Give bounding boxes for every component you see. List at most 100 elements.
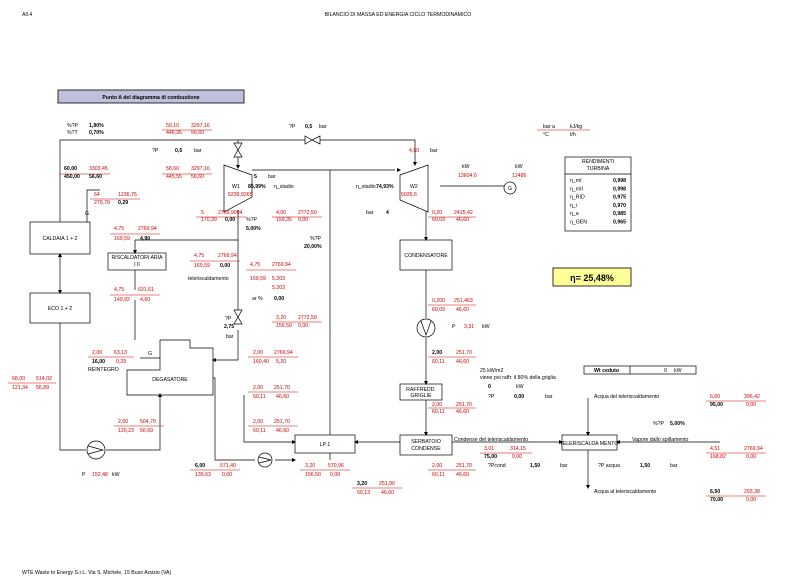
label-rg-3u: kW [516, 384, 524, 390]
label-v2-t: 156,50 [276, 323, 292, 329]
label-lp-in-p: 6,00 [195, 463, 205, 469]
valve-bypass-icon [304, 135, 321, 145]
label-fw-m: 0,29 [118, 200, 128, 206]
label-lp-o-p: 2,00 [253, 419, 263, 425]
rendimento-value: 0,985 [613, 211, 626, 217]
label-kw-2v: 12486 [512, 173, 527, 179]
label-w2-eta: 74,93% [376, 184, 394, 190]
riscaldatori-box [107, 252, 167, 271]
rendimento-value: 0,998 [613, 186, 626, 192]
label-dp-pcond-u: bar [560, 463, 568, 469]
label-pump3-p: P [82, 472, 86, 478]
wt-ceduto-label: Wt ceduto [594, 368, 619, 374]
label-pct-p-mid: %?P [310, 236, 321, 242]
label-ra-t: 169,59 [114, 236, 130, 242]
label-dp-pcond: ?Pcond [488, 463, 506, 469]
label-dg-st-t: 160,40 [253, 359, 269, 365]
label-rg-4v: 0,00 [514, 394, 524, 400]
pipe-eco-pump [59, 322, 86, 451]
label-rg-3v: 0 [488, 384, 491, 390]
label-v2-m: 0,00 [298, 323, 308, 329]
label-boil-p: 60,00 [64, 166, 77, 172]
riscaldatori-sub: I II [134, 262, 140, 268]
label-pump2-h: 504,70 [140, 419, 156, 425]
label-c2-h: 251,70 [456, 350, 472, 356]
label-lp-in-t: 135,63 [195, 472, 211, 478]
label-w2-etas: η_stadio [356, 184, 376, 190]
label-s1-t: 446,35 [166, 130, 182, 136]
label-rg-4: ?P [488, 394, 495, 400]
label-fw-h: 1236,75 [118, 192, 137, 198]
label-s1-p: 59,10 [166, 123, 179, 129]
unit-t-h: t/h [570, 132, 576, 138]
wt-ceduto-unit: kW [674, 368, 682, 374]
label-pump1-v: 3,31 [464, 324, 474, 330]
label-rg-1: 25 kW/m2 [480, 368, 503, 374]
label-pct-t-top: %?T [67, 130, 78, 136]
label-w2-in-u: bar [430, 148, 438, 154]
label-dg-st-p: 2,00 [253, 350, 263, 356]
label-w2-exp: bar [366, 210, 374, 216]
label-dp-v2-u: bar [226, 334, 234, 340]
rendimento-symbol: η_i [570, 203, 577, 209]
label-ra3-p: 4,75 [114, 287, 124, 293]
subtitle: Punto A del diagramma di combustione [102, 95, 199, 101]
label-s2-p: 58,60 [166, 166, 179, 172]
label-cond-t: 60,09 [432, 307, 445, 313]
label-dg-in-m: 0,29 [116, 359, 126, 365]
label-g-left: G [85, 211, 89, 217]
serbatoio-label: SERBATOIO [411, 439, 441, 445]
label-lp-3-p: 3,20 [357, 481, 367, 487]
label-tel-t: 169,59 [250, 276, 266, 282]
label-fw2-t: 121,34 [12, 385, 28, 391]
label-w2-out-h: 2415,42 [454, 210, 473, 216]
pipe-bypass-w2 [320, 139, 416, 165]
label-s2-m: 56,60 [191, 174, 204, 180]
label-pct-p-right: %?P [653, 421, 664, 427]
label-pump3-v: 152,48 [92, 472, 108, 478]
label-c2-p: 2,00 [432, 350, 442, 356]
label-dp-bypass-u: bar [319, 124, 327, 130]
wt-ceduto-box [583, 365, 697, 375]
label-w2-in-p: 4,50 [409, 148, 419, 154]
rendimento-symbol: η_RID [570, 195, 585, 201]
label-dp-acqua-v: 1,50 [640, 463, 650, 469]
label-ra3-m: 4,60 [140, 297, 150, 303]
label-lp-o-h: 251,70 [274, 419, 290, 425]
turbine-w2-icon [399, 164, 429, 213]
label-sb-h: 251,70 [456, 463, 472, 469]
pump-main-icon [86, 440, 106, 460]
label-ra-m: 4,90 [140, 236, 150, 242]
serbatoio-sub: CONDENSE [411, 446, 441, 452]
label-dp-v1-u: bar [194, 148, 202, 154]
rendimento-value: 0,965 [613, 220, 626, 226]
valve-lp-icon [233, 309, 243, 325]
label-pump1-u: kW [482, 324, 490, 330]
label-ra-h: 2769,94 [138, 226, 157, 232]
label-tel-m: 5,203 [272, 276, 285, 282]
label-s1-m: 56,60 [191, 130, 204, 136]
label-pump2-m: 56,69 [140, 428, 153, 434]
label-ex1-h: 2769,9094 [218, 210, 243, 216]
label-lp-3-t: 60,13 [357, 490, 370, 496]
label-tel-ret-p: 6,50 [710, 489, 720, 495]
wt-ceduto-value: 0 [664, 368, 667, 374]
label-ra2-m: 0,00 [220, 263, 230, 269]
pipe-to-lp [243, 395, 295, 443]
label-c2-t: 60,11 [432, 359, 445, 365]
caldaia-box [29, 221, 91, 255]
label-sb-m: 46,60 [456, 472, 469, 478]
condensatore-box [399, 239, 453, 271]
label-lp-3-h: 251,90 [379, 481, 395, 487]
label-lp-o-t: 60,11 [253, 428, 266, 434]
label-w2-out-p: 0,20 [432, 210, 442, 216]
label-ex1-dpp-v: 5,00% [246, 226, 261, 232]
label-fw-t: 279,79 [94, 200, 110, 206]
rendimento-symbol: η_mI [570, 178, 582, 184]
label-ex1b-t: 159,35 [276, 217, 292, 223]
pipe-degas-lp [213, 377, 255, 461]
label-cond-tel-lbl: Condense del teleriscaldamento [454, 437, 528, 443]
label-lp-in-m: 0,00 [222, 472, 232, 478]
label-w2-out-t: 60,09 [432, 217, 445, 223]
label-pct-p-mid-v: 20,00% [304, 244, 322, 250]
